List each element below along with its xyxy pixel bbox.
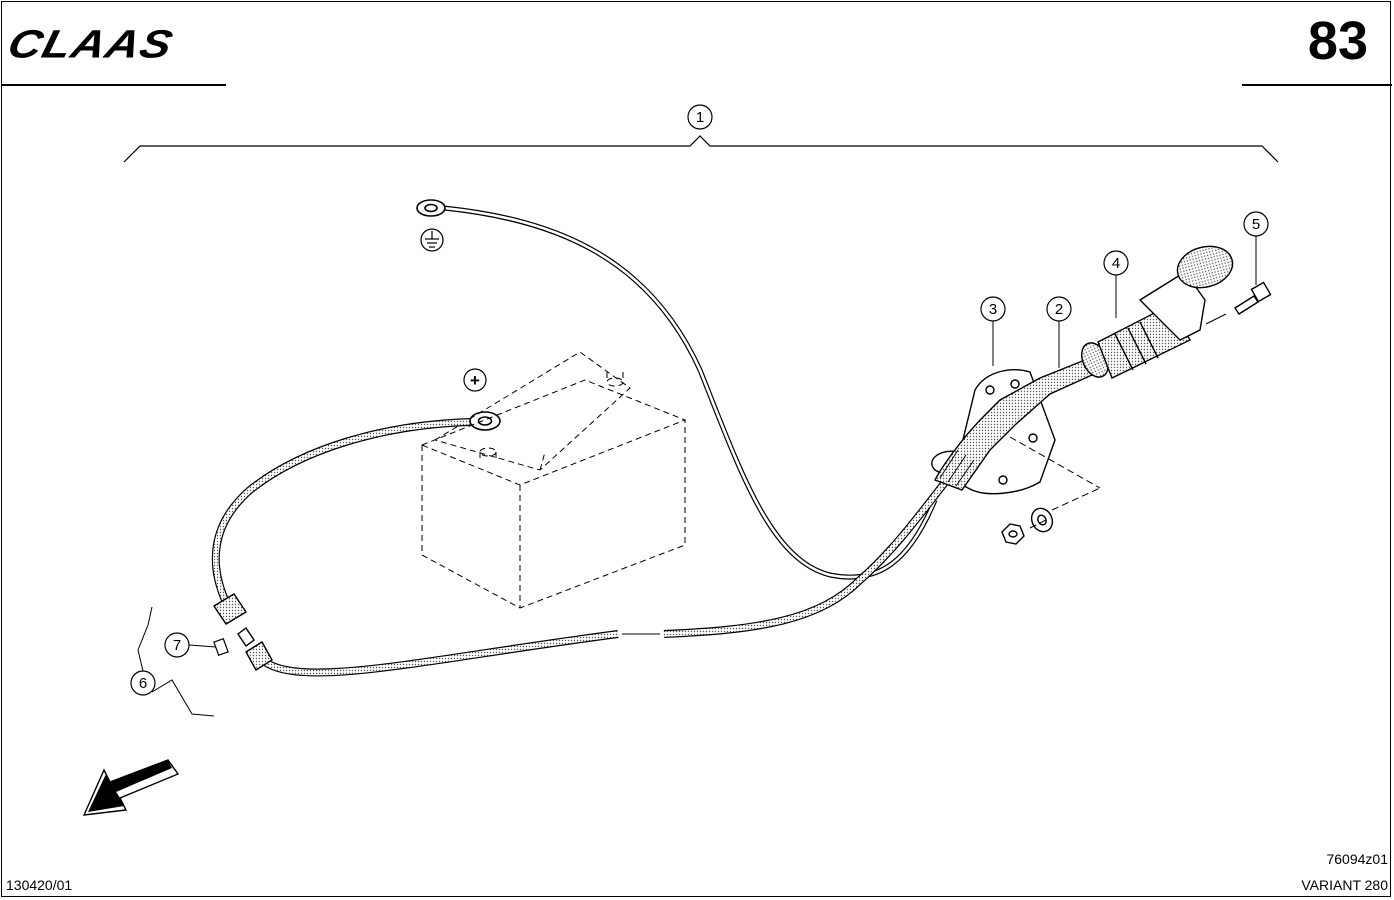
svg-text:6: 6	[139, 675, 147, 692]
fastener-axis-lines	[1009, 436, 1101, 529]
screw-5	[1234, 281, 1272, 315]
cable-plug-right	[237, 626, 273, 671]
callout-3: 3	[980, 296, 1006, 366]
positive-ring-terminal	[469, 411, 501, 431]
main-cable	[259, 467, 959, 677]
callout-1: 1	[687, 104, 713, 130]
positive-cable	[211, 418, 471, 602]
battery-outline	[420, 351, 687, 609]
cable-sleeve	[934, 355, 1104, 491]
assembly-bracket	[123, 135, 1279, 163]
svg-text:+: +	[470, 371, 480, 390]
cable-plug-left	[213, 593, 247, 625]
svg-text:2: 2	[1055, 301, 1063, 318]
callout-5: 5	[1243, 211, 1269, 285]
drawing-code: 76094z01	[1326, 851, 1388, 867]
svg-text:7: 7	[173, 637, 181, 654]
callout-4: 4	[1103, 250, 1129, 318]
screw-axis-line	[1205, 313, 1227, 325]
svg-text:1: 1	[696, 109, 704, 126]
ground-ring-terminal	[416, 199, 446, 217]
ground-cable	[443, 205, 938, 580]
svg-text:4: 4	[1112, 255, 1120, 272]
ground-icon	[420, 228, 444, 252]
model-name: VARIANT 280	[1301, 877, 1388, 893]
callout-2: 2	[1046, 296, 1072, 368]
svg-text:3: 3	[989, 301, 997, 318]
plus-terminal-icon: +	[463, 368, 487, 392]
nut	[1001, 523, 1025, 545]
page-number: 83	[1307, 11, 1368, 71]
direction-arrow-icon	[82, 759, 180, 816]
svg-text:5: 5	[1252, 216, 1260, 233]
callout-6: 6	[130, 606, 215, 717]
callout-7: 7	[164, 632, 217, 658]
pin-7	[213, 637, 229, 657]
socket-body	[1081, 245, 1234, 379]
document-code: 130420/01	[6, 877, 73, 893]
washer	[1030, 507, 1054, 533]
